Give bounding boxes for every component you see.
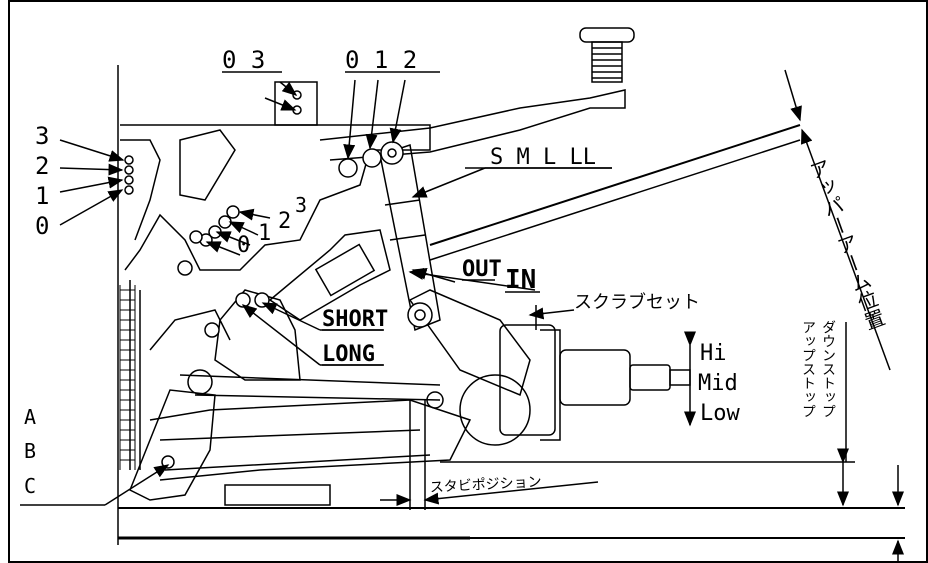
label-scrub-set: スクラブセット — [574, 291, 700, 313]
bulkhead — [120, 81, 431, 470]
leader-lines — [20, 69, 904, 563]
label-long: LONG — [322, 342, 375, 367]
label-down-stop: ダウンストップ — [820, 320, 836, 418]
label-upper-arm-position: アッパーアーム位置 — [804, 156, 888, 333]
label-left-2: 2 — [35, 152, 49, 180]
frame-border — [8, 0, 928, 563]
label-mid-3: 3 — [295, 193, 307, 217]
label-out: OUT — [462, 257, 502, 282]
label-a: A — [24, 405, 36, 429]
label-underlines — [222, 71, 612, 366]
lower-arm — [129, 369, 472, 506]
label-mid-2: 2 — [278, 209, 291, 234]
label-left-1: 1 — [35, 182, 49, 210]
label-stabi-position: スタビポジション — [429, 474, 542, 496]
label-short: SHORT — [322, 307, 388, 332]
label-c: C — [24, 474, 36, 498]
knuckle-hub — [408, 289, 691, 446]
label-up-stop: アップストップ — [800, 320, 816, 418]
label-mid: Mid — [698, 371, 738, 396]
label-in: IN — [505, 265, 536, 295]
spur-gear — [119, 285, 136, 470]
chassis-plate — [117, 65, 905, 545]
upper-arm — [319, 89, 801, 261]
pivot-holes — [124, 90, 433, 469]
label-size-smllll: S M L LL — [490, 145, 596, 170]
label-low: Low — [700, 401, 740, 426]
label-b: B — [24, 439, 36, 463]
label-mid-1: 1 — [258, 221, 271, 246]
label-top-012: 0 1 2 — [345, 46, 417, 74]
label-mid-0: 0 — [237, 233, 250, 258]
label-top-03: 0 3 — [222, 46, 265, 74]
label-left-3: 3 — [35, 122, 49, 150]
label-left-0: 0 — [35, 212, 49, 240]
body-post — [579, 27, 635, 83]
label-hi: Hi — [700, 341, 727, 366]
